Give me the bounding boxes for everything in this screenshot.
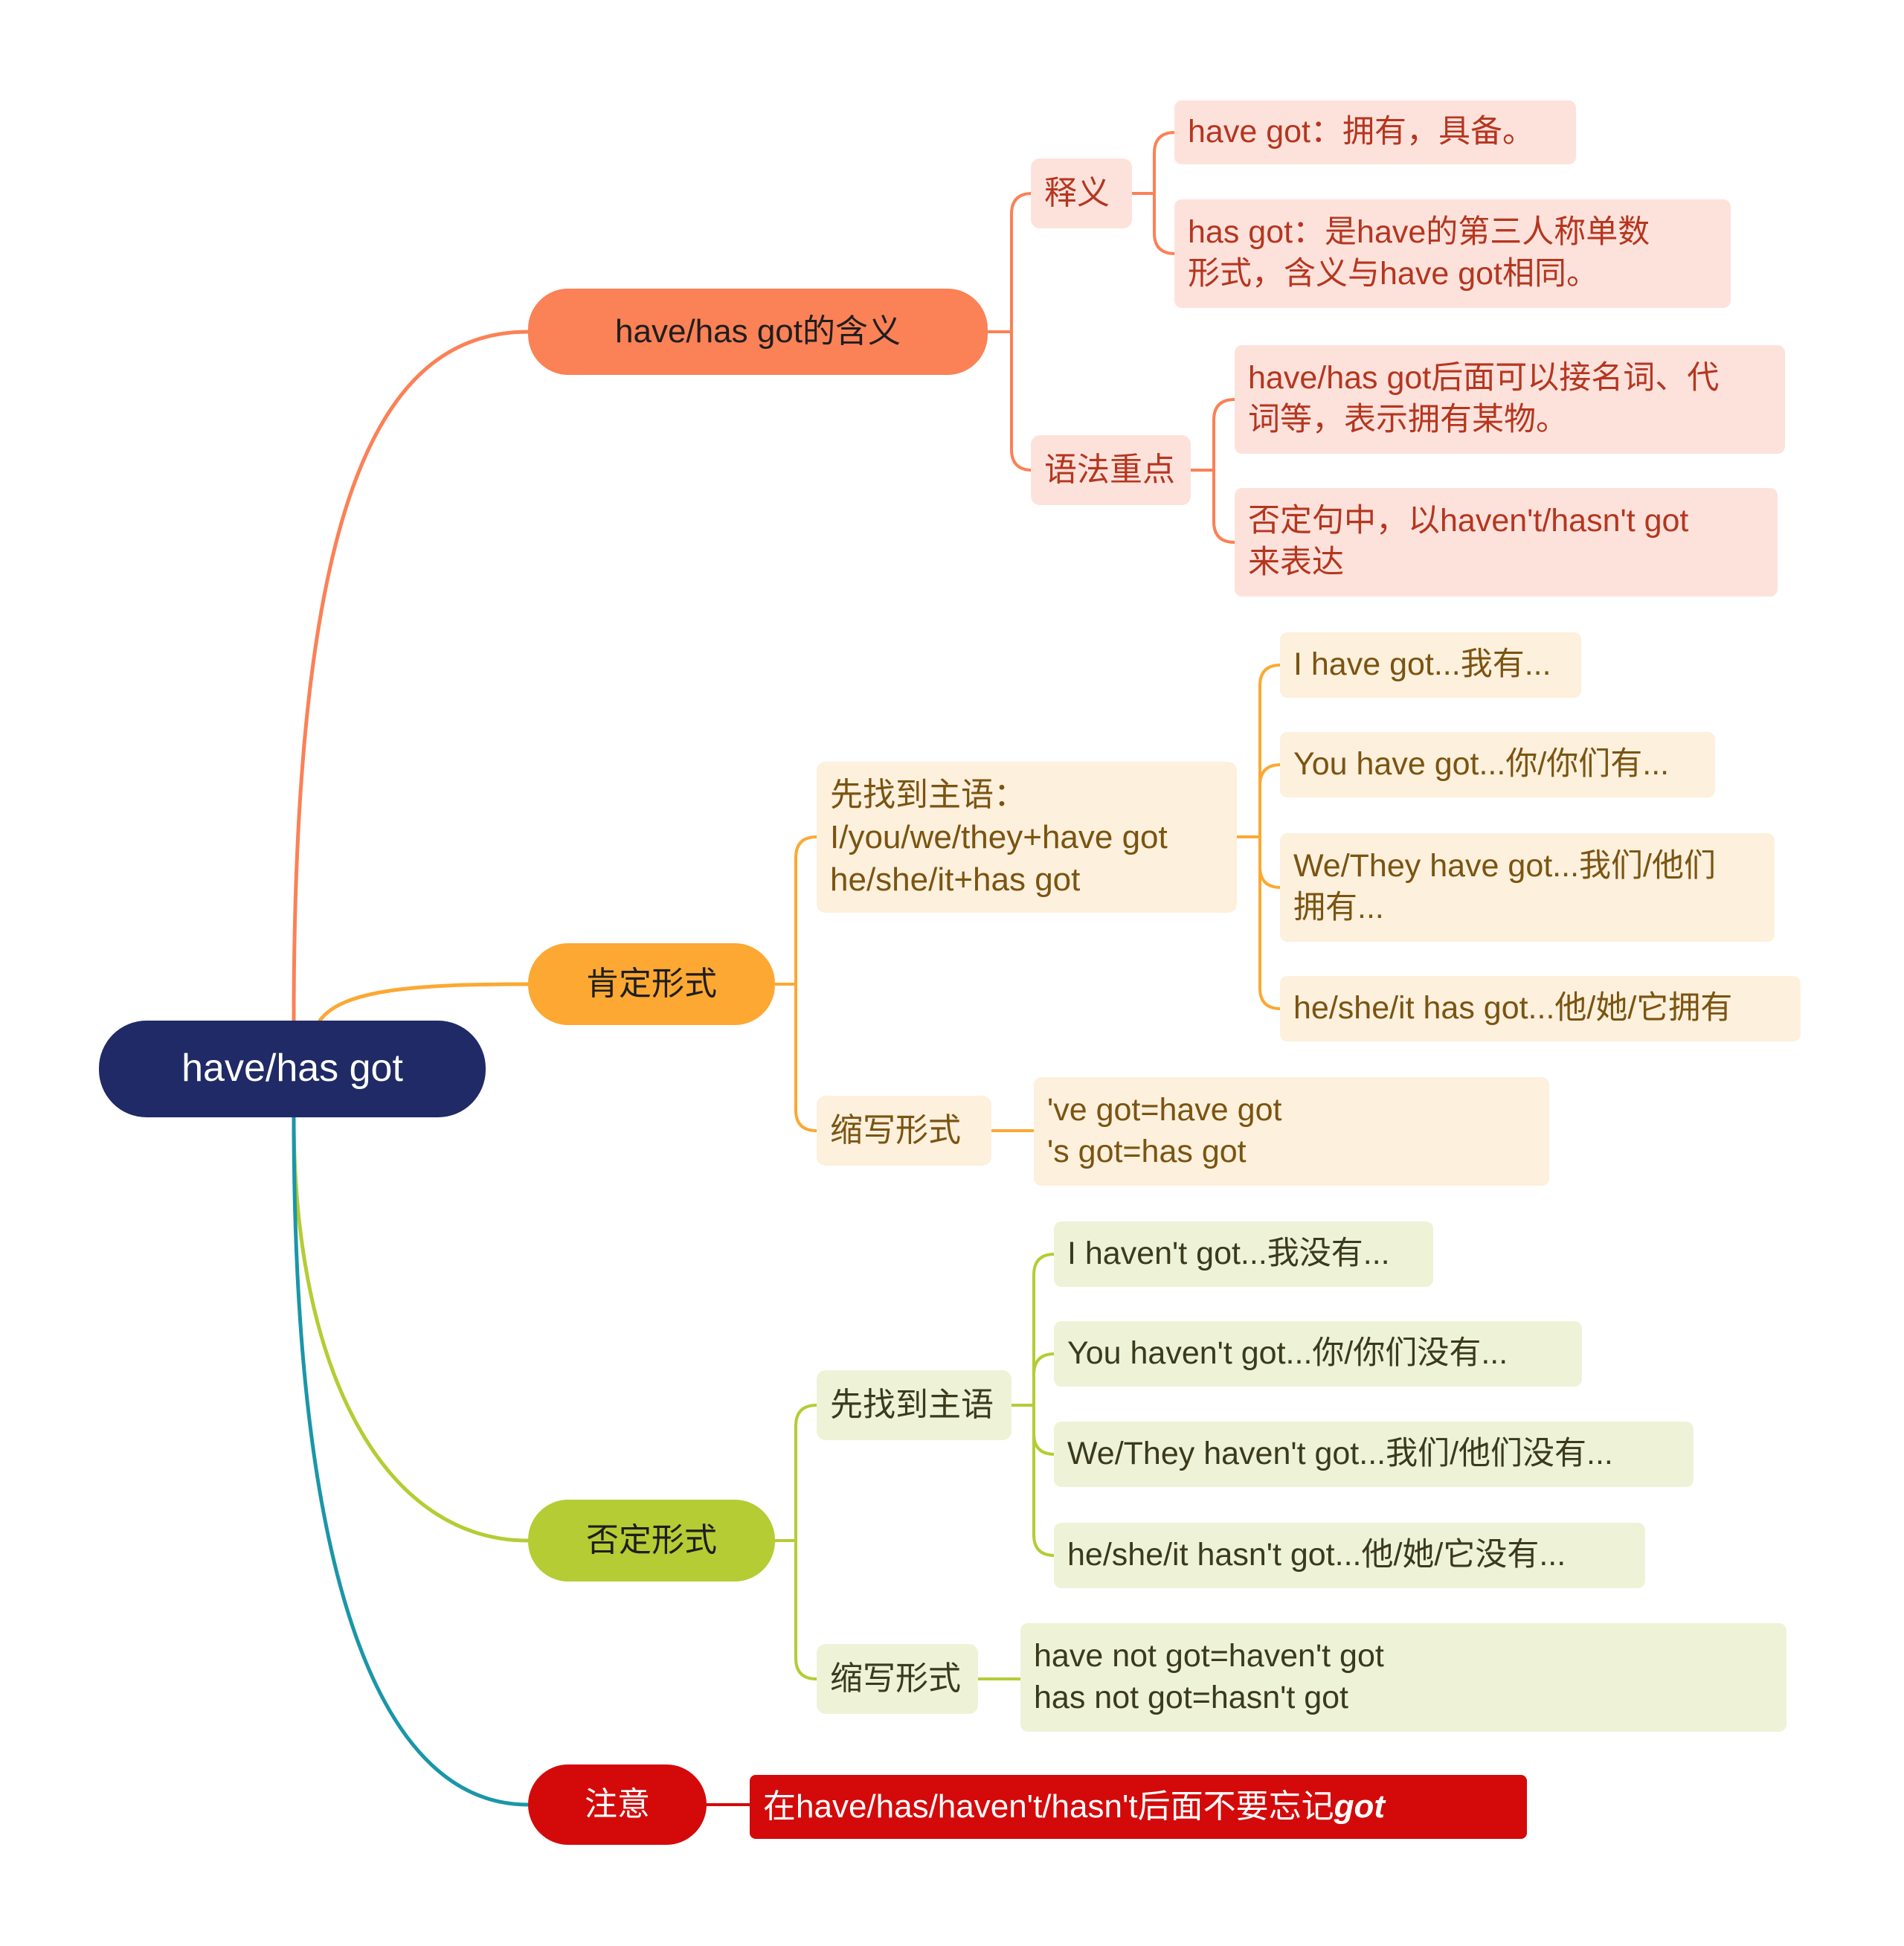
- subtopic-negative-contraction[interactable]: 缩写形式: [817, 1644, 978, 1714]
- line-negative-subject-arm-2: [1032, 1404, 1055, 1456]
- branch-meaning[interactable]: have/has got的含义: [528, 289, 988, 375]
- subtopic-affirmative-contraction[interactable]: 缩写形式: [817, 1096, 991, 1166]
- leaf-definition-have-got[interactable]: have got：拥有，具备。: [1174, 100, 1576, 164]
- note-emphasis: got: [1334, 1788, 1385, 1825]
- line-definition-arm-0: [1153, 131, 1176, 195]
- note-text: 在have/has/haven't/hasn't后面不要忘记: [763, 1788, 1334, 1825]
- leaf-grammar-negative[interactable]: 否定句中，以haven't/hasn't got 来表达: [1235, 488, 1778, 597]
- leaf-affirmative-contraction[interactable]: 've got=have got 's got=has got: [1034, 1077, 1549, 1186]
- subtopic-affirmative-subject[interactable]: 先找到主语： I/you/we/they+have got he/she/it+…: [817, 762, 1237, 913]
- line-root-meaning: [292, 330, 530, 1023]
- line-affirmative-subject-arm-0: [1258, 664, 1281, 838]
- leaf-negative-you[interactable]: You haven't got...你/你们没有...: [1054, 1321, 1582, 1387]
- line-meaning-arm-1: [1010, 330, 1033, 472]
- line-grammar-arm-1: [1212, 469, 1236, 544]
- line-negative-subject-arm-3: [1032, 1404, 1055, 1557]
- leaf-negative-contraction[interactable]: have not got=haven't got has not got=has…: [1020, 1623, 1786, 1732]
- line-affirmative-subject-arm-3: [1258, 835, 1281, 1010]
- leaf-negative-he-she-it[interactable]: he/she/it hasn't got...他/她/它没有...: [1054, 1523, 1645, 1588]
- line-negative-subject-arm-1: [1032, 1352, 1055, 1407]
- leaf-affirmative-he-she-it[interactable]: he/she/it has got...他/她/它拥有: [1280, 976, 1801, 1041]
- branch-note[interactable]: 注意: [528, 1764, 707, 1845]
- line-root-negative: [292, 1115, 530, 1543]
- line-negative-arm-0: [794, 1404, 818, 1542]
- subtopic-negative-subject[interactable]: 先找到主语: [817, 1370, 1012, 1440]
- line-affirmative-subject-arm-1: [1258, 763, 1281, 838]
- root-node[interactable]: have/has got: [99, 1021, 486, 1117]
- leaf-grammar-object[interactable]: have/has got后面可以接名词、代 词等，表示拥有某物。: [1235, 345, 1785, 454]
- line-affirmative-subject-arm-2: [1258, 835, 1281, 889]
- branch-affirmative[interactable]: 肯定形式: [528, 943, 775, 1025]
- line-affirmative-arm-1: [794, 983, 818, 1132]
- leaf-negative-we-they[interactable]: We/They haven't got...我们/他们没有...: [1054, 1422, 1694, 1487]
- leaf-affirmative-you[interactable]: You have got...你/你们有...: [1280, 732, 1715, 797]
- line-negative-arm-1: [794, 1539, 818, 1680]
- line-definition-arm-1: [1153, 192, 1176, 255]
- line-negative-subject-arm-0: [1032, 1253, 1055, 1407]
- subtopic-definition[interactable]: 释义: [1031, 158, 1132, 228]
- line-meaning-arm-0: [1010, 192, 1033, 333]
- line-root-note: [292, 1115, 530, 1807]
- leaf-definition-has-got[interactable]: has got：是have的第三人称单数 形式，含义与have got相同。: [1174, 199, 1731, 308]
- leaf-negative-i[interactable]: I haven't got...我没有...: [1054, 1221, 1433, 1287]
- leaf-affirmative-i[interactable]: I have got...我有...: [1280, 632, 1581, 698]
- line-grammar-arm-0: [1212, 398, 1236, 472]
- branch-negative[interactable]: 否定形式: [528, 1500, 775, 1581]
- leaf-affirmative-we-they[interactable]: We/They have got...我们/他们 拥有...: [1280, 833, 1775, 942]
- line-affirmative-arm-0: [794, 835, 818, 986]
- subtopic-grammar[interactable]: 语法重点: [1031, 435, 1191, 505]
- line-root-affirmative: [318, 982, 530, 1023]
